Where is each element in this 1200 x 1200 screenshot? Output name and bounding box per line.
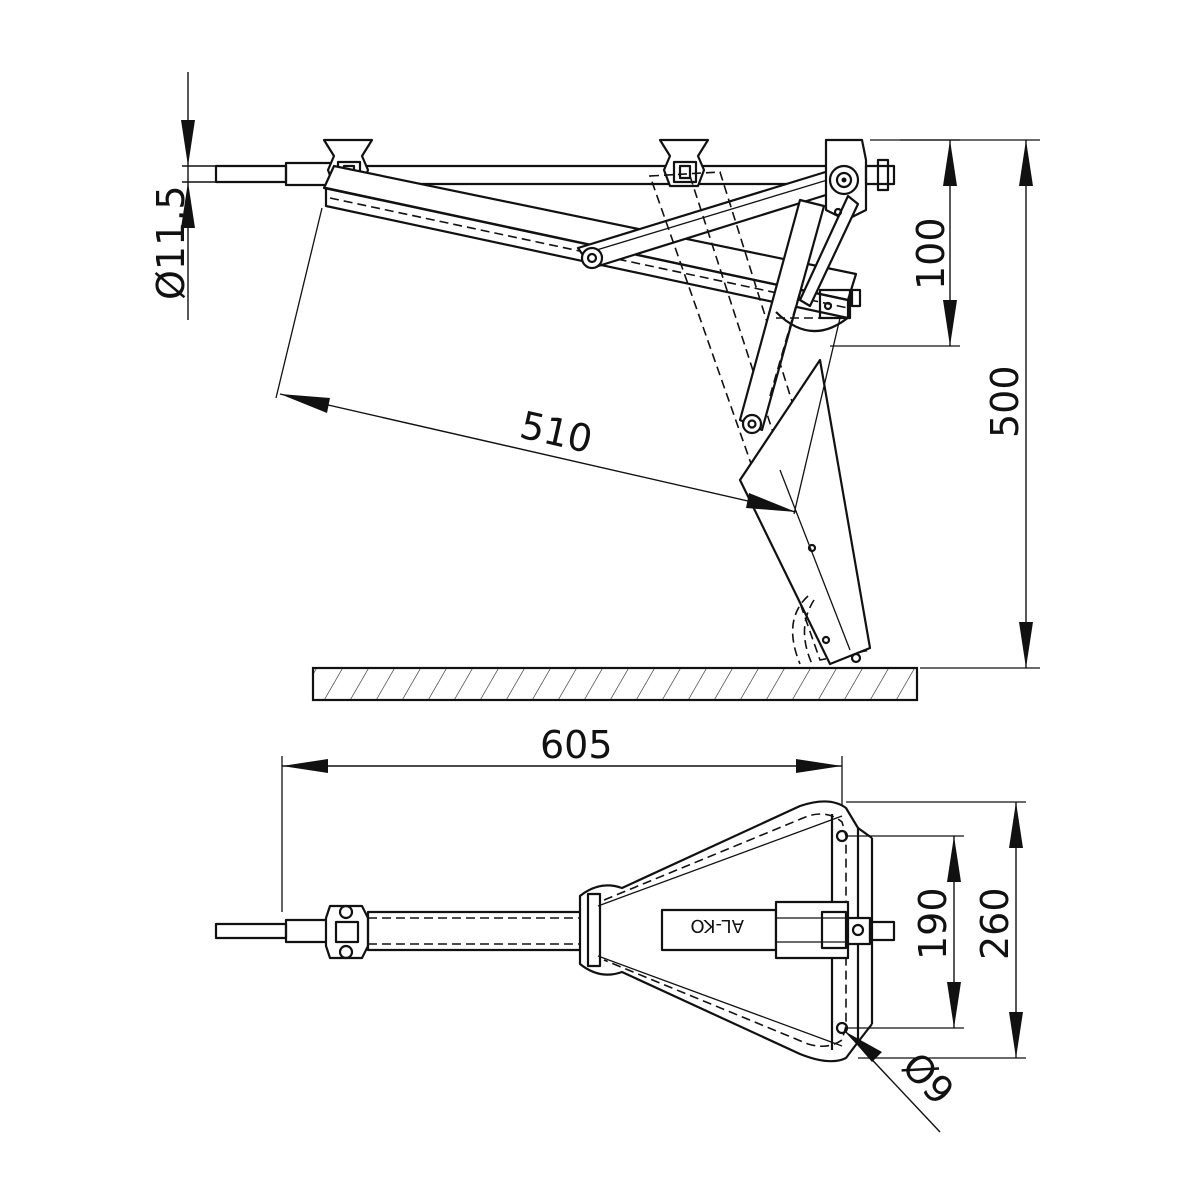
dim-hole-diameter: Ø9 bbox=[845, 1031, 963, 1133]
dim-height-offset: 100 bbox=[830, 139, 960, 347]
pivot-bracket bbox=[775, 138, 896, 333]
top-view-shaft bbox=[214, 918, 330, 944]
dim-total-length-label: 605 bbox=[540, 723, 613, 767]
dim-height-offset-label: 100 bbox=[909, 217, 953, 290]
top-view-housing bbox=[660, 900, 896, 960]
top-view-clamp bbox=[324, 904, 370, 960]
alko-logo-text: AL-KO bbox=[690, 915, 744, 936]
ground-plate bbox=[311, 666, 919, 702]
dim-total-height-label: 500 bbox=[983, 365, 1027, 438]
swing-arm-main bbox=[322, 164, 858, 320]
dim-total-length: 605 bbox=[281, 723, 843, 912]
top-view: AL-KO 605 190 260 bbox=[214, 723, 1026, 1133]
top-shaft bbox=[214, 161, 830, 187]
dim-hole-diameter-label: Ø9 bbox=[893, 1044, 962, 1114]
leg-dashed bbox=[648, 171, 872, 661]
dim-pin-diameter-label: Ø11,5 bbox=[149, 185, 193, 300]
leg-lower bbox=[738, 358, 872, 666]
dim-hole-spacing: 190 bbox=[846, 835, 964, 1029]
dim-frame-width-label: 260 bbox=[973, 887, 1017, 960]
dim-arm-length-label: 510 bbox=[516, 403, 596, 462]
mounting-clamp-right bbox=[658, 138, 710, 188]
side-view: Ø11,5 100 500 510 bbox=[149, 72, 1040, 702]
dim-hole-spacing-label: 190 bbox=[911, 887, 955, 960]
dim-pin-diameter: Ø11,5 bbox=[149, 72, 216, 320]
dim-total-height: 500 bbox=[900, 139, 1040, 669]
dim-frame-width: 260 bbox=[846, 801, 1026, 1059]
